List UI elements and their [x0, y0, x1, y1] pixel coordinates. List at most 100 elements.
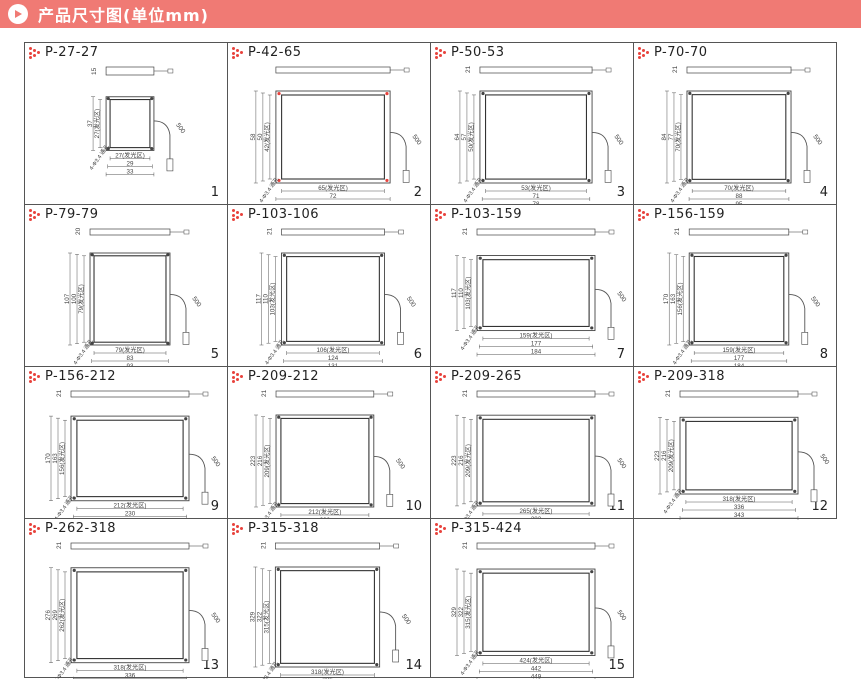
height-label: 58 [250, 133, 257, 140]
height-label: 170 [663, 293, 670, 304]
side-view [275, 390, 375, 398]
mounting-hole [478, 326, 482, 330]
height-label: 103(发光区) [464, 277, 472, 310]
mounting-hole [184, 568, 188, 573]
mounting-hole [590, 416, 594, 420]
connector [810, 489, 818, 503]
model-name: P-103-106 [248, 207, 320, 222]
cable [594, 455, 612, 495]
mounting-hole [784, 253, 788, 257]
height-label: 110 [458, 288, 465, 298]
model-heading: P-156-159 [638, 207, 725, 222]
connector [607, 645, 615, 659]
mounting-hole [150, 96, 154, 101]
hole-note: 4-Φ3.4 通孔 [458, 648, 482, 677]
model-heading: P-42-65 [232, 45, 302, 60]
side-view [688, 228, 790, 236]
hole-note: 4-Φ3.4 通孔 [256, 659, 280, 679]
figure-number: 4 [819, 185, 828, 200]
width-label: 177 [531, 341, 542, 348]
width-label: 83 [127, 355, 134, 362]
dimension-drawing: 21500265(发光区)283290209(发光区)2162234-Φ3.4 … [451, 389, 628, 520]
mounting-hole [478, 416, 482, 420]
thickness-label: 21 [462, 541, 469, 549]
model-name: P-79-79 [45, 207, 99, 222]
mounting-hole [688, 91, 692, 95]
height-label: 84 [661, 133, 668, 140]
mounting-hole [793, 418, 797, 422]
mounting-hole [478, 256, 482, 260]
mounting-hole [385, 91, 389, 96]
model-name: P-315-424 [451, 521, 523, 536]
mounting-hole [590, 570, 594, 574]
mounting-hole [587, 178, 591, 183]
cable [188, 453, 206, 493]
emitting-area [482, 572, 590, 652]
width-label: 265(发光区) [519, 507, 552, 515]
height-label: 107 [64, 293, 71, 304]
side-view [476, 390, 596, 398]
side-view [275, 542, 380, 550]
width-label: 71 [533, 193, 540, 200]
width-label: 177 [734, 355, 745, 362]
model-heading: P-79-79 [29, 207, 99, 222]
connector [392, 649, 399, 663]
thickness-label: 21 [261, 389, 268, 397]
hole-note: 4-Φ3.4 通孔 [87, 142, 111, 171]
emitting-area [685, 420, 793, 491]
model-name: P-50-53 [451, 45, 505, 60]
height-label: 223 [654, 450, 661, 461]
side-view [275, 66, 391, 74]
mounting-hole [276, 567, 280, 571]
mounting-hole [184, 496, 188, 500]
mounting-hole [282, 341, 286, 345]
emitting-area [280, 570, 375, 664]
mounting-hole [72, 658, 76, 662]
mounting-hole [369, 503, 373, 507]
mounting-hole [277, 91, 281, 96]
thickness-label: 21 [674, 227, 681, 235]
mounting-hole [90, 253, 94, 257]
figure-number: 1 [210, 185, 219, 200]
mounting-hole [681, 489, 685, 493]
side-view [70, 390, 190, 398]
mounting-hole [72, 496, 76, 500]
cable-length-label: 500 [400, 613, 412, 626]
connector [201, 648, 209, 661]
model-heading: P-103-106 [232, 207, 319, 222]
figure-number: 3 [616, 185, 625, 200]
height-label: 50 [257, 133, 264, 140]
height-label: 209(发光区) [263, 444, 271, 477]
cable-length-label: 500 [811, 134, 823, 147]
figure-number: 10 [405, 499, 422, 514]
mounting-hole [478, 570, 482, 574]
width-label: 184 [531, 349, 542, 356]
model-heading: P-70-70 [638, 45, 708, 60]
height-label: 110 [262, 294, 269, 304]
thickness-label: 21 [462, 389, 469, 397]
height-label: 79(发光区) [77, 284, 85, 314]
bullet-dots-icon [29, 208, 41, 221]
figure-number: 7 [616, 347, 625, 362]
mounting-hole [369, 415, 373, 419]
mounting-hole [590, 651, 594, 655]
height-label: 216 [257, 455, 264, 466]
mounting-hole [150, 147, 154, 151]
mounting-hole [590, 501, 594, 505]
mounting-hole [375, 567, 379, 571]
mounting-hole [481, 91, 485, 96]
mounting-hole [166, 341, 170, 345]
width-label: 106(发光区) [316, 346, 349, 354]
model-heading: P-262-318 [29, 521, 116, 536]
side-view [476, 228, 596, 236]
figure-number: 12 [811, 499, 828, 514]
width-label: 230 [125, 511, 136, 518]
bullet-dots-icon [435, 522, 447, 535]
thickness-label: 21 [462, 227, 469, 235]
side-view [476, 542, 596, 550]
connector [803, 170, 811, 183]
